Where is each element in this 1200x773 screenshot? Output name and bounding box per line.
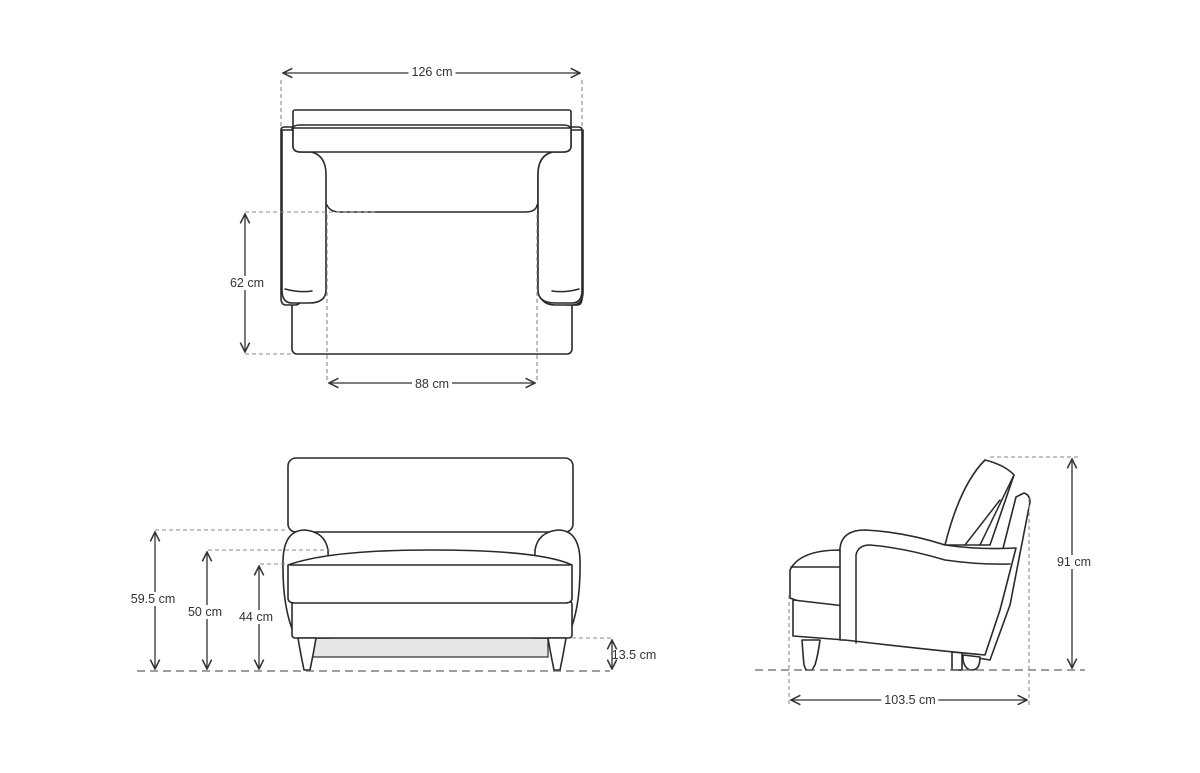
clearance-label: 13.5 cm	[611, 648, 657, 662]
total-depth-label: 103.5 cm	[881, 693, 939, 707]
front-view	[137, 457, 612, 672]
side-view	[755, 456, 1085, 705]
seat-height-label: 44 cm	[235, 610, 277, 624]
seat-width-label: 88 cm	[411, 377, 453, 391]
top-width-label: 126 cm	[408, 65, 456, 79]
total-height-label: 91 cm	[1053, 555, 1095, 569]
arm-height-label: 59.5 cm	[127, 592, 179, 606]
seat-top-height-label: 50 cm	[184, 605, 226, 619]
seat-depth-label: 62 cm	[226, 276, 268, 290]
top-view	[245, 73, 584, 383]
